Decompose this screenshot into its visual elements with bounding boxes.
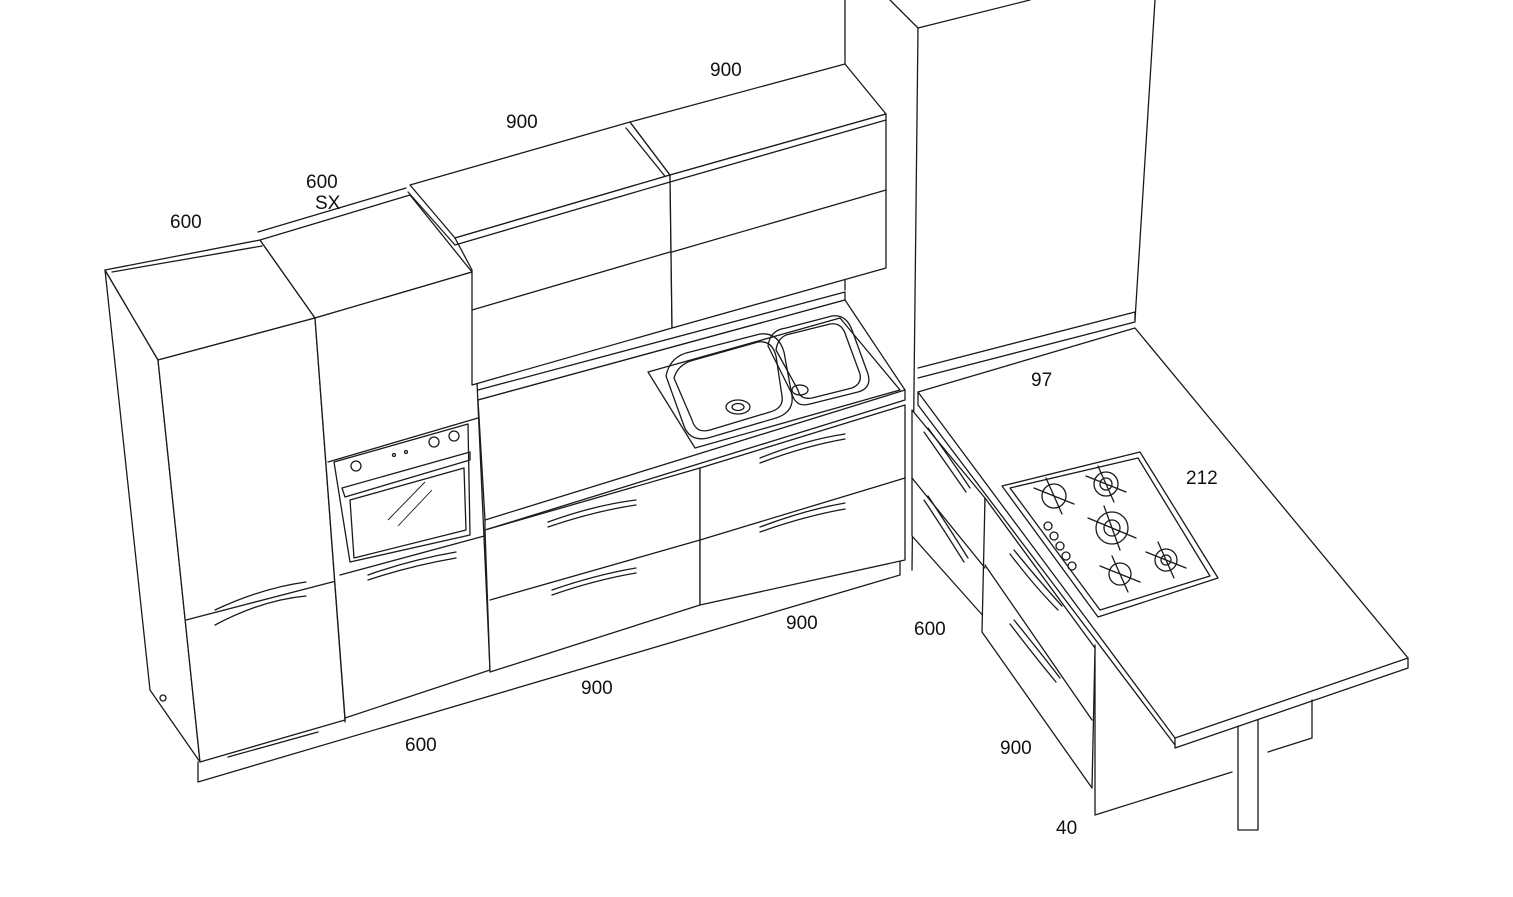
burner-front-left [1099,555,1141,593]
burner-front-right [1145,541,1187,579]
sink-worktop [477,291,906,531]
tall-cabinet-left [104,239,346,763]
plinth [197,559,901,783]
gas-hob [1001,451,1219,618]
dim-upper-tall-sx-width: 600 [306,172,338,193]
tall-cabinet-oven [257,187,491,719]
dim-base-sink-1: 900 [581,678,613,699]
dim-upper-wall-2: 900 [710,60,742,81]
burner-center [1087,505,1137,551]
dim-upper-tall-sx-side: SX [315,193,341,214]
dim-peninsula-top-depth: 97 [1031,370,1053,391]
base-cabinets-peninsula [911,409,1096,789]
dim-peninsula-top-thickness: 40 [1056,818,1078,839]
hob-knobs [1043,521,1077,571]
upper-wall-cabinets [407,63,887,386]
base-cabinets-sink [484,404,906,673]
dim-base-sink-2: 900 [786,613,818,634]
burner-back-right [1085,465,1127,503]
dim-peninsula-base-2: 900 [1000,738,1032,759]
dim-base-tall-left: 600 [405,735,437,756]
burner-back-left [1033,477,1075,515]
dim-peninsula-base-1: 600 [914,619,946,640]
dim-upper-wall-1: 900 [506,112,538,133]
dim-peninsula-top-length: 212 [1186,468,1218,489]
dim-upper-tall-left: 600 [170,212,202,233]
